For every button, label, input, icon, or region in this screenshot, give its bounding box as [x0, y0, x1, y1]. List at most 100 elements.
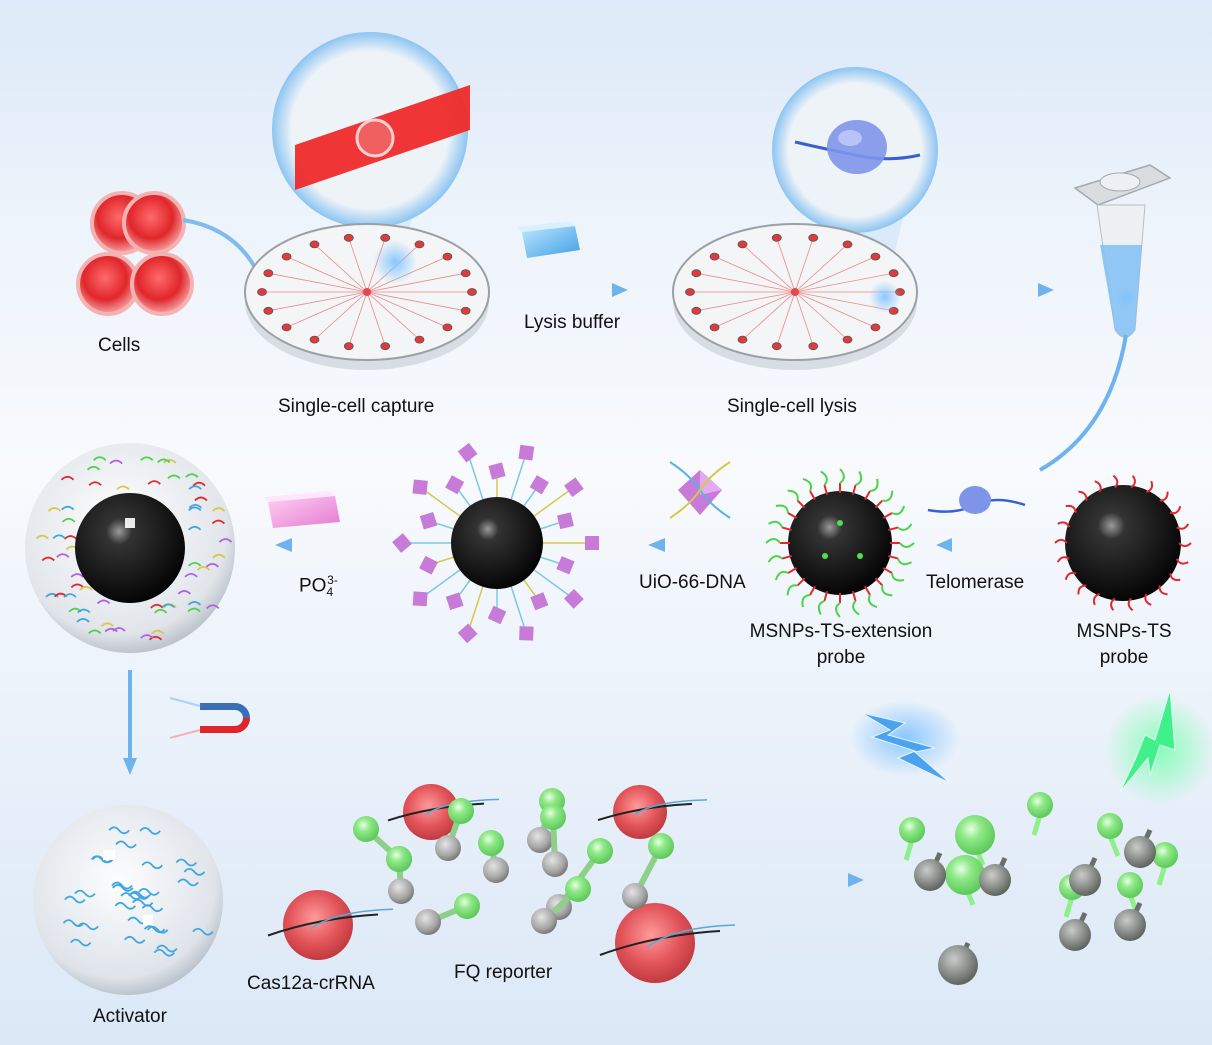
lysis-glow: [869, 281, 901, 313]
lysis-arrow-head: [612, 283, 628, 297]
extension-strand: [853, 601, 859, 615]
po4-subscript: 4: [326, 585, 333, 599]
po4-arrow-head: [275, 538, 292, 552]
uio66-particle: [446, 592, 464, 610]
fluorophore: [1027, 792, 1053, 818]
cleaved-quencher: [1069, 858, 1101, 896]
label-single-cell-capture: Single-cell capture: [278, 395, 434, 419]
ts-primer-strand: [1179, 543, 1191, 546]
quencher: [1124, 836, 1156, 868]
quencher: [388, 878, 414, 904]
microwell: [843, 241, 852, 248]
capture-glow: [373, 240, 417, 284]
fluorophore: [353, 816, 379, 842]
extension-strand: [803, 479, 811, 491]
quencher: [1059, 919, 1091, 951]
activator-sphere: [33, 805, 223, 995]
extension-strand: [776, 572, 788, 580]
quencher: [483, 857, 509, 883]
microwell: [738, 241, 747, 248]
fluorophore: [386, 846, 412, 872]
ts-primer-strand: [1095, 481, 1101, 492]
label-po4: PO43-: [299, 568, 344, 604]
lysis-buffer-block: [518, 221, 580, 258]
single-cell-chip-capture: [245, 224, 489, 370]
quencher: [542, 851, 568, 877]
uio66-particle: [419, 556, 438, 575]
microwell: [381, 234, 390, 241]
ts-primer-strand: [1145, 594, 1151, 605]
fluorophore: [478, 830, 504, 856]
uio66-particle: [556, 556, 574, 574]
label-single-cell-lysis: Single-cell lysis: [727, 395, 857, 419]
microwell: [710, 253, 719, 260]
ts-primer-strand: [875, 578, 882, 585]
cleaved-quencher: [1059, 913, 1091, 951]
cleaved-quencher: [914, 853, 946, 891]
cleaved-fluorophore: [1152, 842, 1178, 885]
uio66-particle: [530, 475, 549, 494]
uio66-particle: [413, 591, 428, 606]
quencher: [415, 909, 441, 935]
microwell: [443, 324, 452, 331]
quencher: [938, 945, 978, 985]
microwell: [692, 307, 701, 314]
label-fq-reporter: FQ reporter: [454, 961, 552, 985]
microwell: [686, 289, 695, 296]
ts-primer-strand: [1170, 506, 1180, 513]
ts-primer-strand: [1055, 540, 1067, 543]
quencher: [914, 859, 946, 891]
cleavage-arrow-head: [848, 873, 864, 887]
ts-primer-strand: [883, 513, 892, 518]
extension-strand: [898, 524, 912, 530]
microwell: [264, 307, 273, 314]
quencher: [979, 864, 1011, 896]
extension-strand: [788, 585, 798, 595]
fq-reporter-molecule: [415, 893, 480, 935]
microwell: [772, 234, 781, 241]
cells-cluster: [78, 193, 192, 314]
cell: [132, 254, 192, 314]
label-msnps-ts-extension-line2: probe: [733, 646, 949, 670]
ts-primer-strand: [810, 586, 815, 595]
uio66-particle: [445, 475, 464, 494]
quencher: [1114, 909, 1146, 941]
cleaved-fluorophore: [1097, 813, 1123, 856]
quencher: [435, 835, 461, 861]
microwell: [738, 336, 747, 343]
extension-strand: [869, 595, 877, 607]
extension-strand: [821, 472, 827, 486]
microwell: [310, 241, 319, 248]
extension-strand: [819, 601, 825, 615]
microwell: [809, 343, 818, 350]
po4-superscript: 3-: [327, 573, 338, 587]
uio66-particle: [585, 536, 599, 550]
label-cas12a-crrna: Cas12a-crRNA: [247, 972, 375, 996]
fluorophore: [1152, 842, 1178, 868]
uio66-particle: [420, 512, 437, 529]
ts-primer-strand: [788, 568, 797, 573]
microwell: [772, 343, 781, 350]
label-activator: Activator: [93, 1005, 167, 1029]
extension-strand: [892, 573, 904, 581]
label-lysis-buffer: Lysis buffer: [524, 311, 620, 335]
microwell: [871, 253, 880, 260]
ts-primer-strand: [883, 568, 892, 573]
microwell: [344, 234, 353, 241]
uio66-dna-octahedron: [670, 462, 730, 518]
microwell: [282, 253, 291, 260]
to-tube-arrow-head: [1038, 283, 1054, 297]
microwell: [258, 289, 267, 296]
uio66-arrow-head: [648, 538, 665, 552]
uio66-particle: [564, 477, 584, 497]
uio66-particle: [530, 592, 548, 610]
microwell: [344, 343, 353, 350]
microwell: [889, 270, 898, 277]
label-msnps-ts-extension-line1: MSNPs-TS-extension: [733, 620, 949, 644]
uio66-particle: [518, 445, 534, 461]
microwell: [710, 324, 719, 331]
microwell: [415, 336, 424, 343]
extension-strand: [776, 505, 788, 513]
fluorophore: [648, 833, 674, 859]
